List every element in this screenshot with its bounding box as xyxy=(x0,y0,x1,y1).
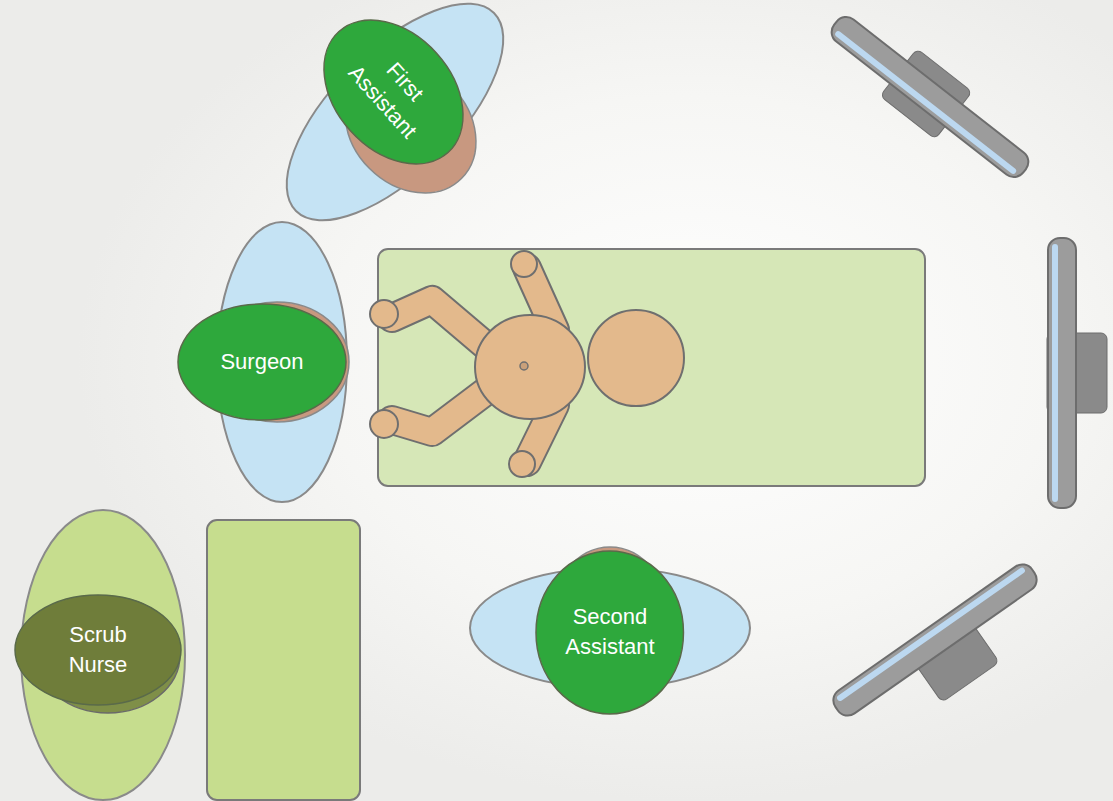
head-outline xyxy=(14,594,182,706)
head-ellipse xyxy=(536,551,683,714)
operating-table xyxy=(378,249,925,486)
second-assistant-head: Second Assistant xyxy=(535,550,684,715)
infant-patient xyxy=(370,251,684,477)
monitor xyxy=(817,0,1043,195)
head-ellipse xyxy=(15,595,181,705)
head-outline xyxy=(535,550,684,715)
instrument-table xyxy=(207,520,360,800)
monitor xyxy=(1047,238,1107,508)
monitor xyxy=(829,560,1065,754)
head-ellipse xyxy=(295,0,490,191)
head-ellipse xyxy=(178,304,346,420)
staff-label: Scrub Nurse xyxy=(69,620,128,679)
surgeon-head: Surgeon xyxy=(177,303,347,421)
staff-label: Second Assistant xyxy=(565,602,654,661)
scrub-nurse-head: Scrub Nurse xyxy=(14,594,182,706)
staff-label: Surgeon xyxy=(220,347,303,377)
